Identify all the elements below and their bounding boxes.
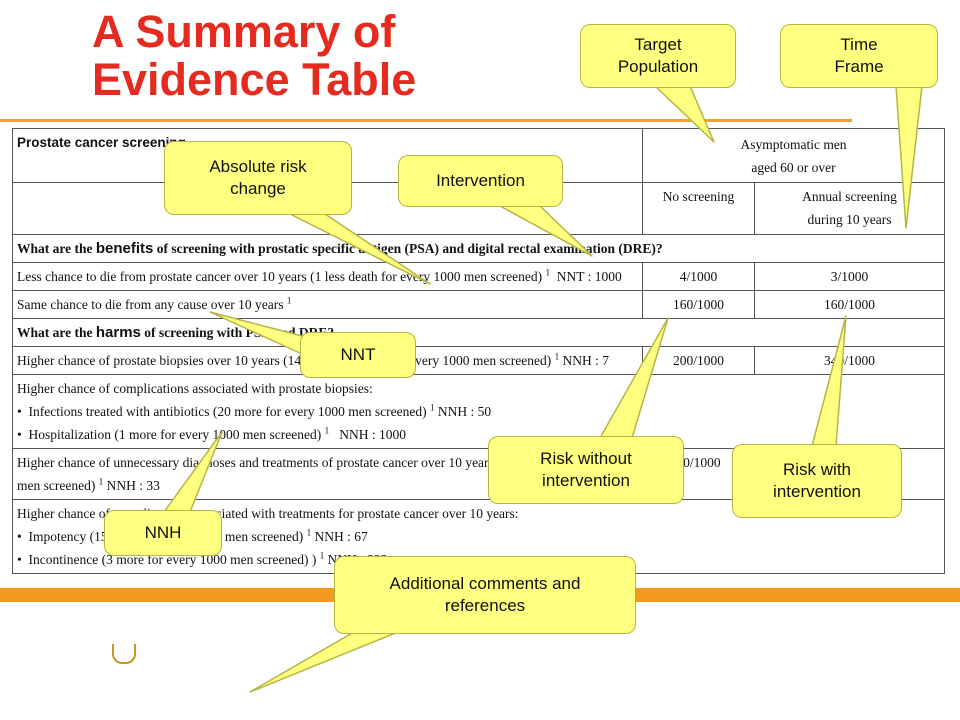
annual-line2: during 10 years: [807, 212, 892, 227]
bullet-text: Hospitalization (1 more for every 1000 m…: [28, 427, 322, 442]
reference-marker: 1: [98, 476, 104, 487]
table-row: Less chance to die from prostate cancer …: [12, 262, 946, 291]
column-annual-screening: Annual screening during 10 years: [753, 182, 946, 235]
reference-marker: 1: [324, 425, 330, 436]
table-row: Higher chance of prostate biopsies over …: [12, 346, 946, 375]
callout-nnh: NNH: [104, 510, 222, 556]
question-prefix: What are the: [17, 325, 96, 340]
risk-no-screening: 4/1000: [642, 262, 755, 291]
harms-question: What are the harms of screening with PSA…: [11, 318, 946, 347]
callout-label: Risk with intervention: [773, 460, 861, 501]
callout-label: Absolute risk change: [209, 157, 307, 198]
bullet-icon: •: [17, 529, 22, 544]
reference-marker: 1: [319, 550, 325, 561]
nnh-value: NNH : 50: [437, 404, 492, 419]
risk-with-screening: 340/1000: [753, 346, 946, 375]
row-description: Less chance to die from prostate cancer …: [12, 262, 643, 291]
reference-marker: 1: [554, 351, 560, 362]
callout-label: Intervention: [436, 171, 525, 190]
benefits-question: What are the benefits of screening with …: [11, 234, 946, 263]
bullet-text: Infections treated with antibiotics (20 …: [28, 404, 427, 419]
row-description: Higher chance of complications associate…: [11, 374, 946, 449]
callout-additional-comments: Additional comments and references: [334, 556, 636, 634]
table-row: Higher chance of complications associate…: [11, 374, 946, 449]
callout-label: NNH: [144, 523, 182, 542]
slide-title-line2: Evidence Table: [92, 54, 417, 105]
reference-marker: 1: [429, 402, 435, 413]
callout-label: Target Population: [617, 35, 699, 76]
pointer-additional-comments: [249, 631, 399, 693]
harms-word: harms: [95, 324, 141, 341]
nnh-value: NNH : 7: [562, 353, 609, 368]
callout-label: Risk without intervention: [540, 449, 632, 490]
column-no-screening: No screening: [642, 182, 755, 235]
decorative-mark-icon: [112, 644, 136, 664]
callout-risk-with-intervention: Risk with intervention: [732, 444, 902, 518]
bullet-icon: •: [17, 427, 22, 442]
annual-line1: Annual screening: [802, 189, 897, 204]
callout-target-population: Target Population: [580, 24, 736, 88]
question-prefix: What are the: [17, 241, 96, 256]
bullet-text: Incontinence (3 more for every 1000 men …: [28, 552, 317, 567]
list-item: • Infections treated with antibiotics (2…: [17, 400, 940, 423]
nnh-value: NNH : 33: [106, 478, 160, 493]
bullet-icon: •: [17, 404, 22, 419]
harms-question-row: What are the harms of screening with PSA…: [11, 318, 946, 347]
slide-title-line1: A Summary of: [92, 6, 396, 57]
reference-marker: 1: [306, 527, 312, 538]
bullet-icon: •: [17, 552, 22, 567]
callout-time-frame: Time Frame: [780, 24, 938, 88]
risk-with-screening: 3/1000: [753, 262, 946, 291]
callout-label: Time Frame: [834, 35, 884, 76]
question-suffix: of screening with prostatic specific ant…: [153, 241, 663, 256]
table-row: Same chance to die from any cause over 1…: [12, 290, 946, 319]
benefits-question-row: What are the benefits of screening with …: [11, 234, 946, 263]
population-line2: aged 60 or over: [751, 160, 836, 175]
population-line1: Asymptomatic men: [740, 137, 847, 152]
risk-no-screening: 200/1000: [642, 346, 755, 375]
benefits-word: benefits: [95, 240, 154, 257]
callout-intervention: Intervention: [398, 155, 563, 207]
callout-label: Additional comments and references: [389, 574, 581, 615]
target-population-cell: Asymptomatic men aged 60 or over: [641, 128, 946, 183]
nnt-value: NNT : 1000: [556, 269, 622, 284]
risk-no-screening: 160/1000: [642, 290, 755, 319]
list-item: • Hospitalization (1 more for every 1000…: [17, 423, 940, 446]
row-text: Less chance to die from prostate cancer …: [17, 269, 543, 284]
row-text: Higher chance of prostate biopsies over …: [17, 353, 552, 368]
reference-marker: 1: [286, 295, 292, 306]
nnh-value: NNH : 1000: [339, 427, 407, 442]
row-text: Same chance to die from any cause over 1…: [17, 297, 284, 312]
callout-risk-without-intervention: Risk without intervention: [488, 436, 684, 504]
risk-with-screening: 160/1000: [753, 290, 946, 319]
callout-absolute-risk-change: Absolute risk change: [164, 141, 352, 215]
callout-label: NNT: [340, 345, 376, 364]
callout-nnt: NNT: [300, 332, 416, 378]
row-intro: Higher chance of complications associate…: [17, 381, 373, 396]
slide-title: A Summary of Evidence Table: [92, 8, 416, 104]
row-description: Same chance to die from any cause over 1…: [12, 290, 643, 319]
top-divider: [0, 119, 852, 122]
reference-marker: 1: [545, 267, 551, 278]
nnh-value: NNH : 67: [314, 529, 368, 544]
